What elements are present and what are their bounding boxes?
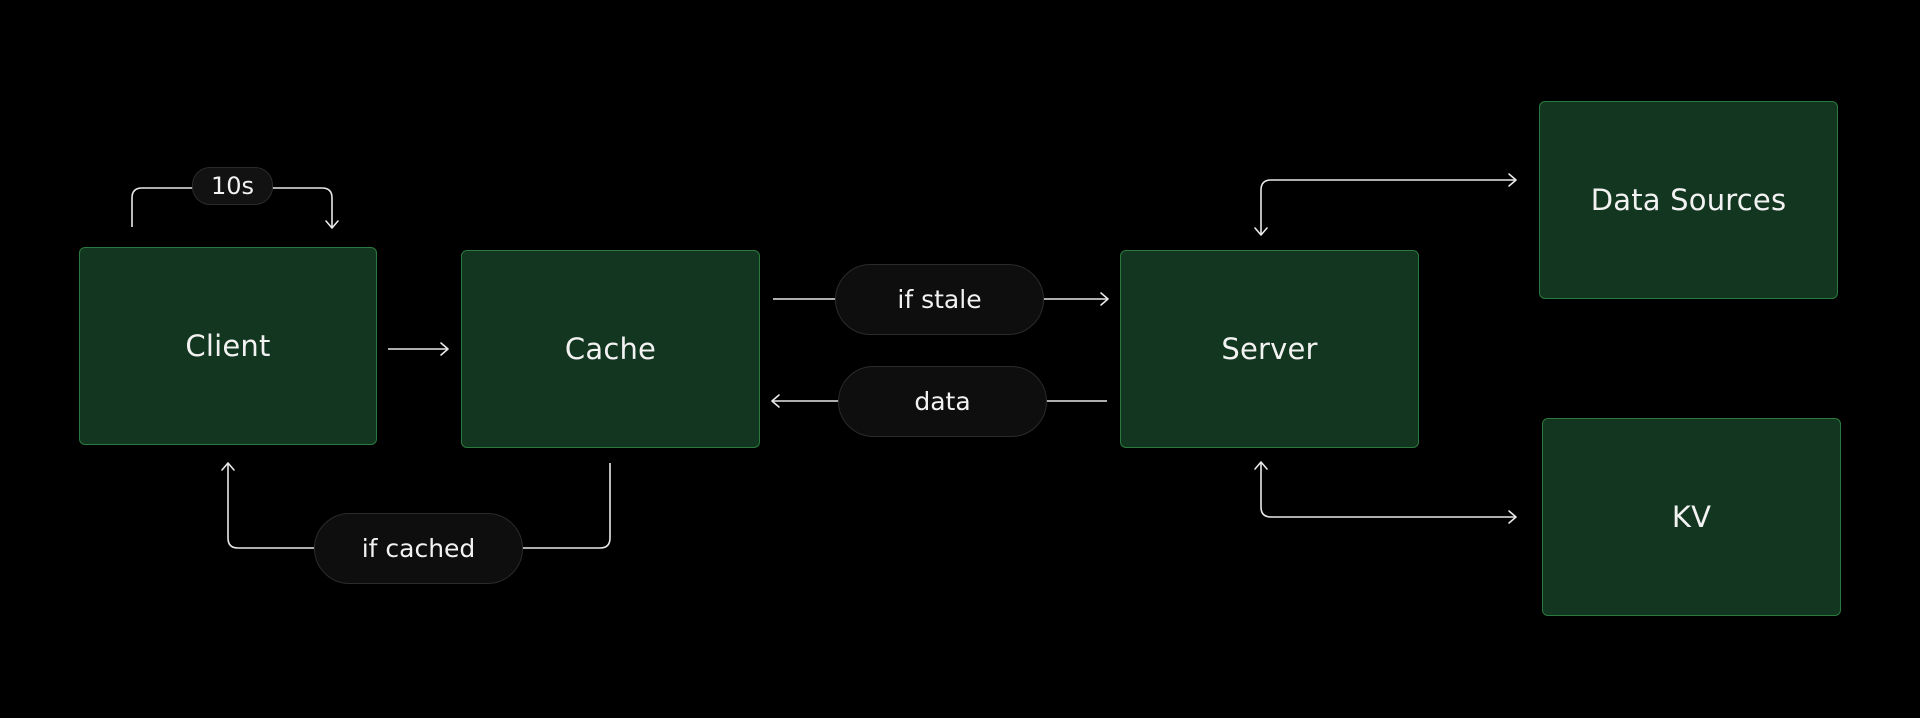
client-label: Client [185, 329, 271, 363]
data-sources-label: Data Sources [1590, 183, 1787, 217]
if-stale-pill: if stale [835, 264, 1044, 335]
client-to-cache-arrow [388, 342, 449, 356]
if-cached-label: if cached [361, 534, 476, 563]
refresh-interval-label: 10s [210, 172, 255, 200]
server-label: Server [1221, 332, 1318, 366]
kv-label: KV [1671, 500, 1712, 534]
client-node: Client [79, 247, 377, 445]
if-cached-pill: if cached [314, 513, 523, 584]
refresh-loop-connector [131, 187, 339, 229]
if-stale-label: if stale [897, 285, 982, 314]
server-node: Server [1120, 250, 1419, 448]
server-data-sources-arrow [1254, 173, 1517, 236]
cache-node: Cache [461, 250, 760, 448]
server-to-cache-arrow [771, 394, 1107, 408]
data-pill: data [838, 366, 1047, 437]
data-label: data [914, 387, 971, 416]
data-sources-node: Data Sources [1539, 101, 1838, 299]
kv-node: KV [1542, 418, 1841, 616]
cache-to-server-arrow [773, 292, 1109, 306]
cache-label: Cache [564, 332, 657, 366]
server-kv-arrow [1254, 461, 1517, 524]
refresh-interval-badge: 10s [192, 167, 273, 205]
cache-to-client-return-arrow [221, 462, 611, 549]
